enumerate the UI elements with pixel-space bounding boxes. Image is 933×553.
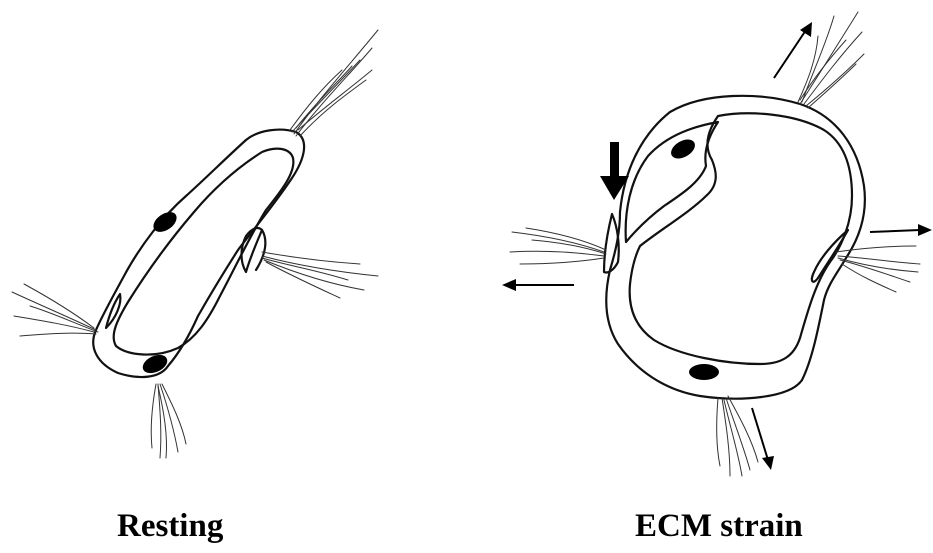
- compression-arrow-icon: [600, 142, 629, 200]
- strain-anchoring-filaments: [510, 12, 920, 476]
- pull-arrow-left-icon: [502, 279, 574, 291]
- nucleus: [689, 364, 719, 380]
- nucleus: [150, 208, 180, 236]
- nucleus: [668, 136, 699, 163]
- force-arrows: [502, 22, 932, 470]
- pull-arrow-right-icon: [870, 224, 932, 236]
- strained-capillary: [604, 96, 865, 399]
- ecm-strain-label: ECM strain: [635, 510, 803, 543]
- resting-anchoring-filaments: [12, 30, 378, 458]
- resting-label: Resting: [117, 510, 223, 543]
- pull-arrow-down-icon: [752, 408, 774, 470]
- pull-arrow-up-right-icon: [774, 22, 812, 78]
